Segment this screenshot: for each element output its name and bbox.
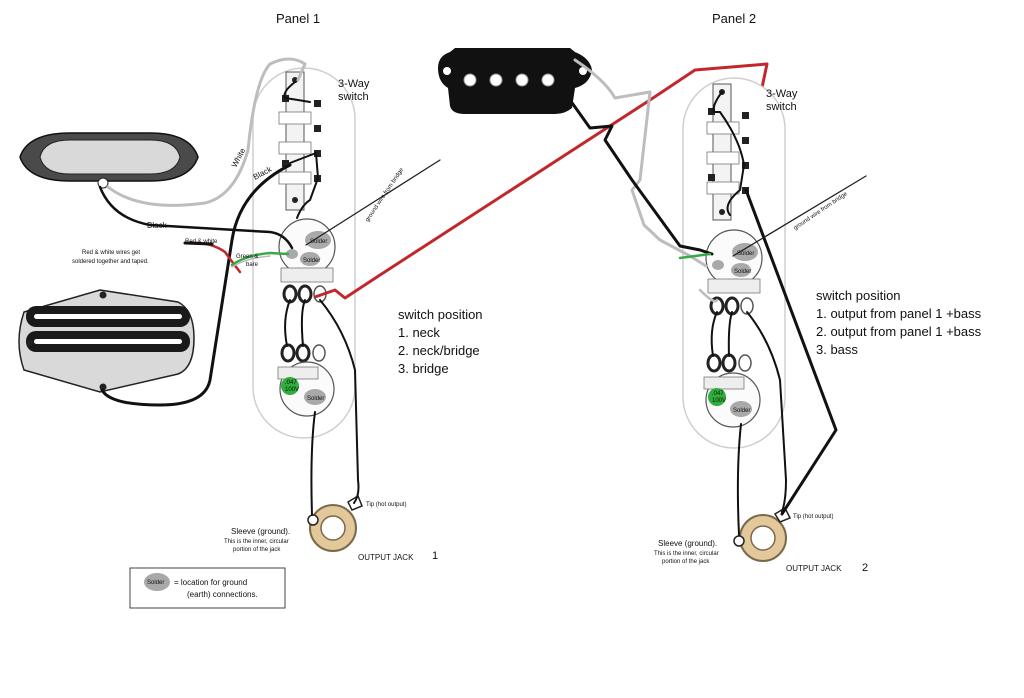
switch-1-label-line2: switch bbox=[338, 91, 369, 103]
legend-line2: (earth) connections. bbox=[187, 590, 258, 599]
panel-1-wires bbox=[98, 57, 769, 516]
solder-legend: Solder = location for ground (earth) con… bbox=[129, 567, 286, 609]
jack-2-sleeve-line1: Sleeve (ground). bbox=[658, 539, 717, 548]
position-1-item-2: 2. neck/bridge bbox=[398, 343, 480, 358]
jack-1-sleeve-line3: portion of the jack bbox=[233, 547, 281, 553]
cap-2-line2: 100V bbox=[712, 398, 726, 404]
panel-2-wires bbox=[568, 58, 867, 536]
panel-1: Panel 1 3-Way switch Solde bbox=[18, 11, 769, 562]
three-way-switch-1 bbox=[278, 71, 321, 211]
wire-gray-pbass bbox=[573, 58, 708, 268]
position-2-item-2: 2. output from panel 1 +bass bbox=[816, 324, 982, 339]
jack-1-sleeve-line2: This is the inner, circular bbox=[224, 539, 289, 545]
wire-green-label-line1: Green & bbox=[236, 254, 258, 260]
positions-2-title: switch position bbox=[816, 288, 901, 303]
output-jack-1 bbox=[307, 494, 363, 552]
wire-green bbox=[230, 251, 290, 267]
tone-pot-1-lugs bbox=[280, 343, 326, 363]
solder-label-2b: Solder bbox=[734, 269, 751, 275]
note-red-white-line2: soldered together and taped. bbox=[72, 259, 149, 265]
wire-green-2 bbox=[678, 252, 712, 260]
jack-1-tip-label: Tip (hot output) bbox=[366, 502, 406, 508]
jack-2-label: OUTPUT JACK bbox=[786, 564, 842, 573]
jack-2-tip-label: Tip (hot output) bbox=[793, 514, 833, 520]
wire-black-neck bbox=[98, 185, 294, 250]
solder-label-2a: Solder bbox=[737, 251, 754, 257]
volume-pot-1 bbox=[278, 218, 336, 283]
switch-positions-1: switch position 1. neck 2. neck/bridge 3… bbox=[398, 307, 483, 376]
wire-red-white-label: Red & white bbox=[185, 239, 218, 245]
tone-pot-2-lugs bbox=[706, 353, 752, 373]
switch-positions-2: switch position 1. output from panel 1 +… bbox=[816, 288, 982, 357]
three-way-switch-2 bbox=[706, 83, 749, 221]
bridge-pickup bbox=[18, 289, 195, 393]
position-1-item-3: 3. bridge bbox=[398, 361, 449, 376]
pbass-pickup bbox=[438, 48, 592, 114]
position-1-item-1: 1. neck bbox=[398, 325, 440, 340]
wire-black-pickup-label: Black bbox=[147, 221, 168, 230]
panel-2: Panel 2 3-Way sw bbox=[438, 11, 982, 574]
jack-2-sleeve-line3: portion of the jack bbox=[662, 559, 710, 565]
wire-white-neck bbox=[106, 57, 307, 207]
legend-solder-label: Solder bbox=[147, 580, 164, 586]
panel-1-title: Panel 1 bbox=[276, 11, 320, 26]
wire-ground-bridge-2 bbox=[732, 175, 867, 257]
jack-1-sleeve-line1: Sleeve (ground). bbox=[231, 527, 290, 536]
volume-pot-2 bbox=[705, 229, 763, 294]
solder-label-1c: Solder bbox=[307, 396, 324, 402]
cap-1-line2: 100V bbox=[285, 387, 299, 393]
capacitor-1 bbox=[281, 377, 299, 395]
capacitor-2 bbox=[708, 388, 726, 406]
ground-wire-label-1: ground wire from bridge bbox=[365, 167, 406, 223]
jack-2-number: 2 bbox=[862, 562, 868, 574]
wire-ground-bridge-1 bbox=[305, 159, 441, 246]
wire-green-label-line2: bare bbox=[246, 262, 259, 268]
jack-2-sleeve-line2: This is the inner, circular bbox=[654, 551, 719, 557]
legend-line1: = location for ground bbox=[174, 578, 247, 587]
switch-2-label-line2: switch bbox=[766, 101, 797, 113]
note-red-white-line1: Red & white wires get bbox=[82, 250, 140, 256]
output-jack-2 bbox=[733, 506, 792, 562]
position-2-item-3: 3. bass bbox=[816, 342, 858, 357]
wire-black-bridge bbox=[100, 163, 292, 407]
solder-label-1b: Solder bbox=[303, 258, 320, 264]
neck-pickup bbox=[19, 132, 199, 189]
wire-black-pbass bbox=[568, 98, 714, 256]
volume-pot-1-lugs bbox=[282, 284, 327, 304]
wire-black-switch-jack bbox=[744, 188, 838, 516]
cap-2-line1: .047 bbox=[712, 391, 724, 397]
jack-1-label: OUTPUT JACK bbox=[358, 553, 414, 562]
ground-wire-label-2: ground wire from bridge bbox=[793, 191, 849, 232]
panel-2-title: Panel 2 bbox=[712, 11, 756, 26]
solder-label-1a: Solder bbox=[310, 239, 327, 245]
cap-1-line1: .047 bbox=[285, 380, 297, 386]
tone-pot-1 bbox=[277, 361, 335, 417]
switch-2-label-line1: 3-Way bbox=[766, 88, 798, 100]
wire-red-interpanel bbox=[313, 62, 769, 300]
jack-1-number: 1 bbox=[432, 550, 438, 562]
solder-label-2c: Solder bbox=[733, 408, 750, 414]
position-2-item-1: 1. output from panel 1 +bass bbox=[816, 306, 982, 321]
tone-pot-2 bbox=[703, 372, 761, 428]
switch-1-label-line1: 3-Way bbox=[338, 78, 370, 90]
positions-1-title: switch position bbox=[398, 307, 483, 322]
